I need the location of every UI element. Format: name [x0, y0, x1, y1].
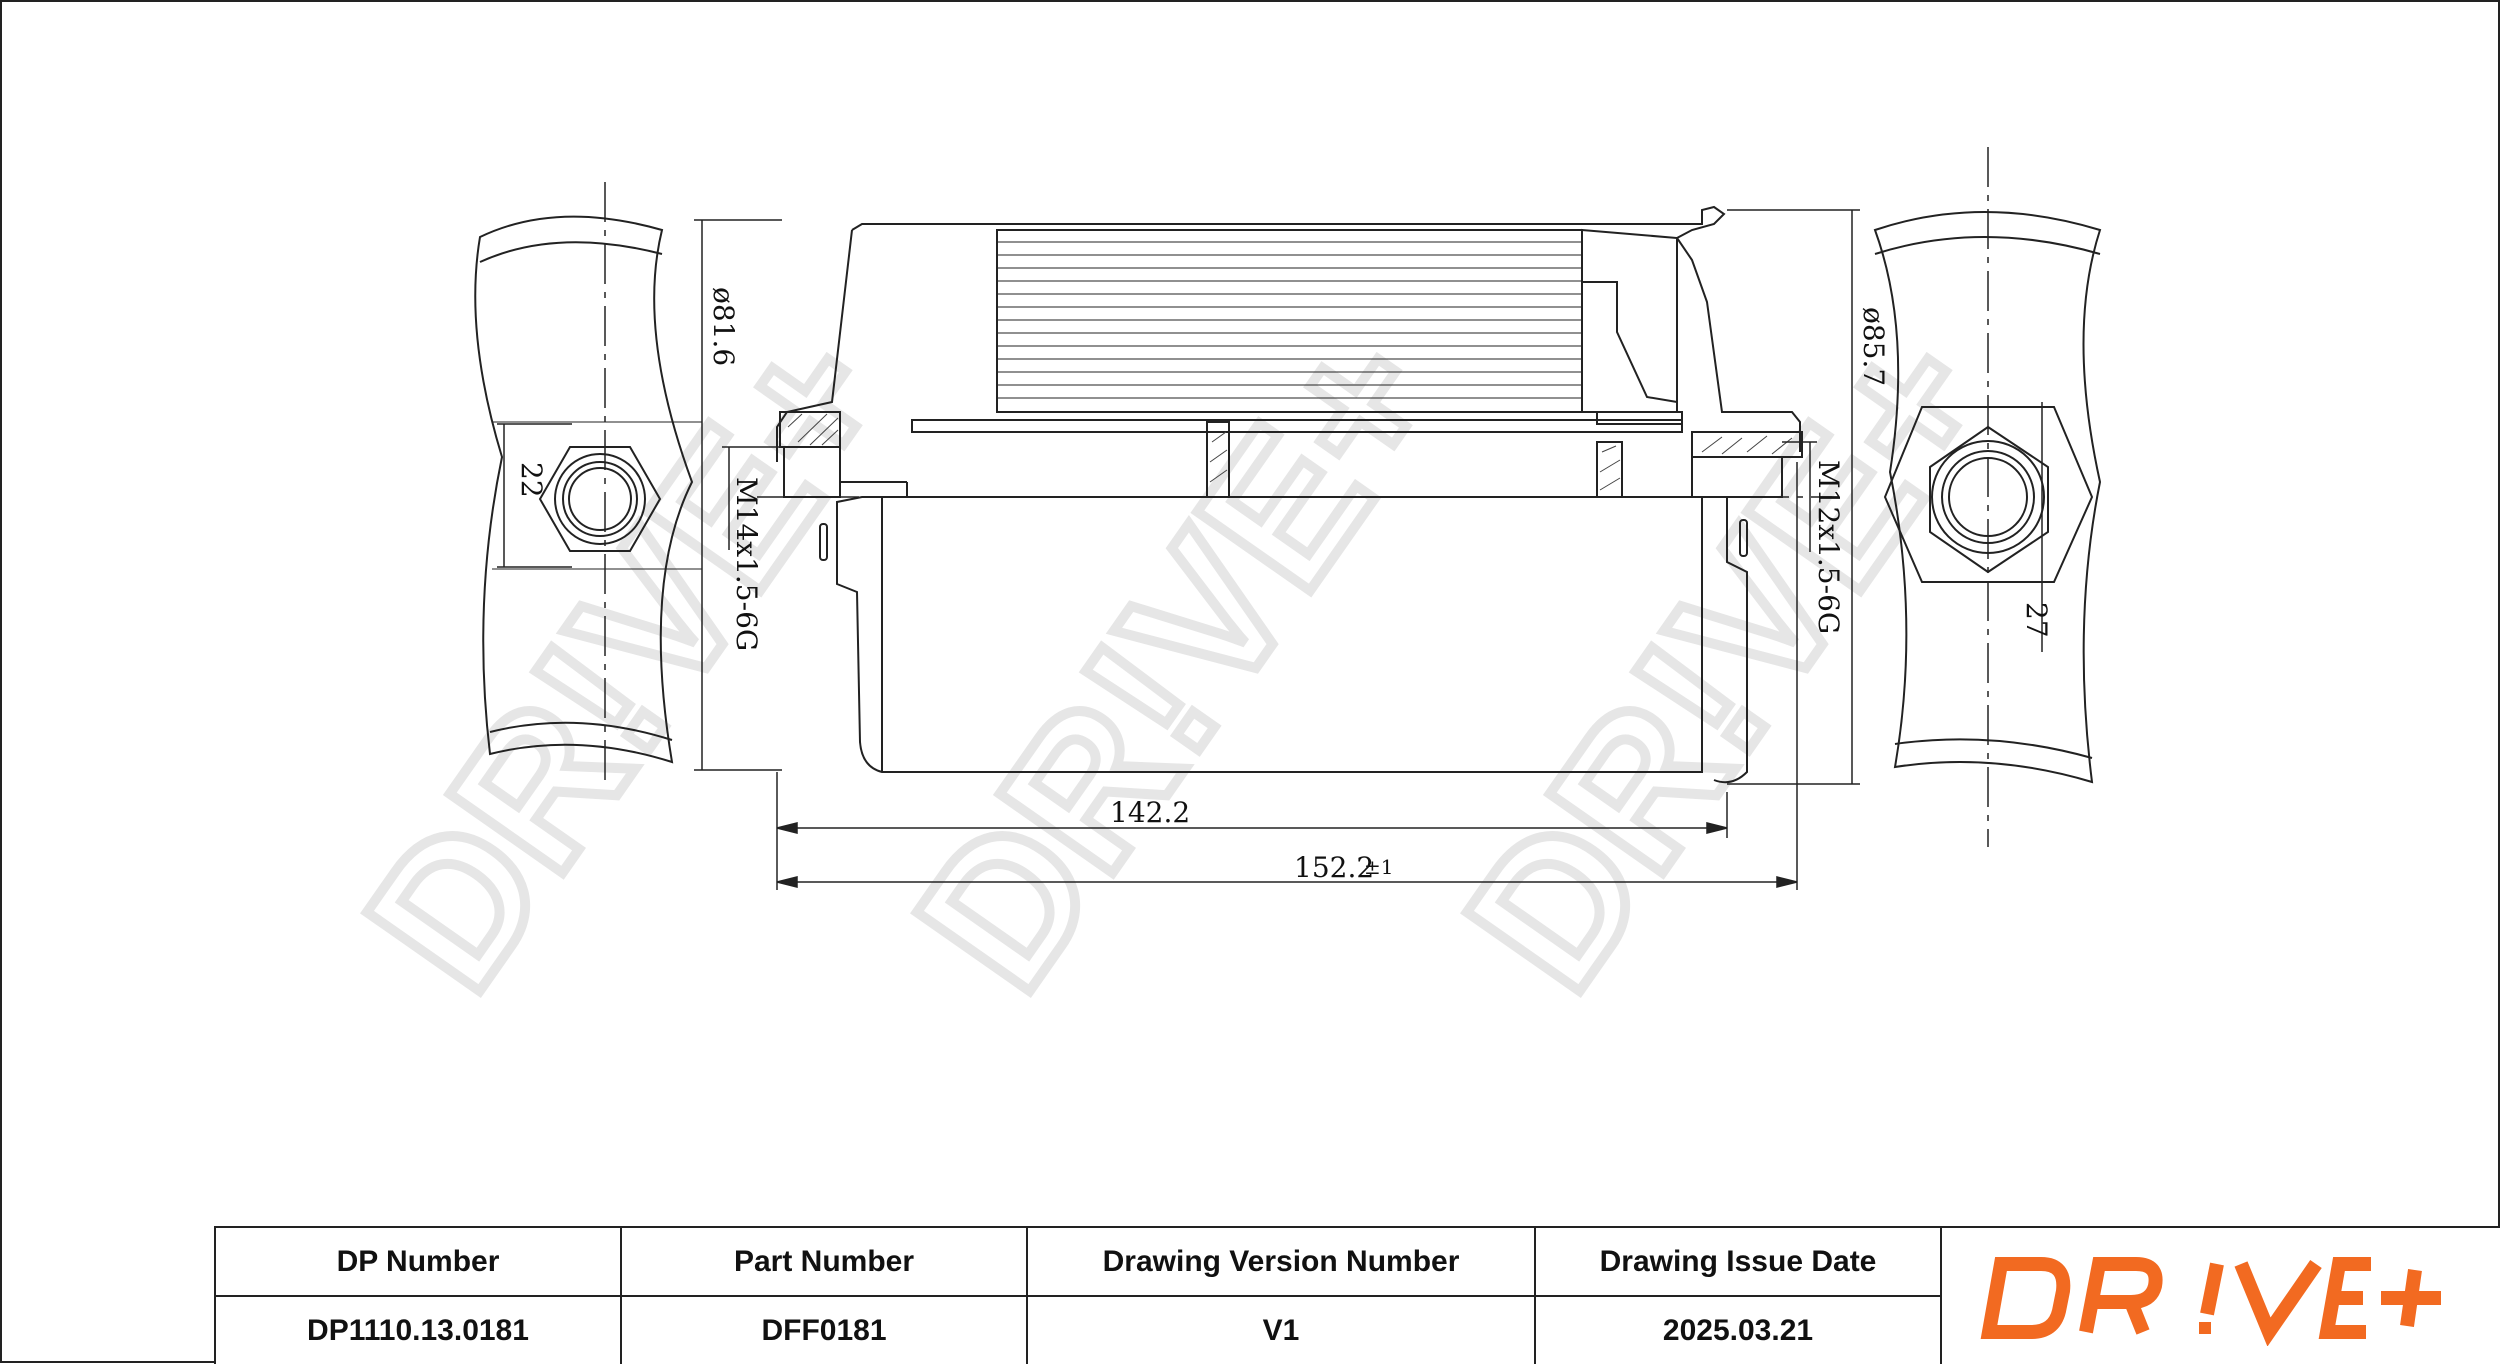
title-block-table: DP Number Part Number Drawing Version Nu… — [216, 1228, 1942, 1364]
length-total-label: 152.2 — [1294, 851, 1374, 884]
right-thread-label: M12x1.5-6G — [1812, 460, 1845, 634]
value-drawing-version: V1 — [1028, 1297, 1536, 1364]
header-part-number: Part Number — [622, 1228, 1028, 1297]
header-dp-number: DP Number — [216, 1228, 622, 1297]
watermark-1: DR!VE+ — [325, 293, 932, 1026]
logo-svg — [1980, 1257, 2441, 1346]
left-hex-label: 22 — [515, 462, 548, 498]
right-diameter-dimension — [1727, 209, 1860, 785]
length-body-label: 142.2 — [1110, 796, 1190, 829]
value-issue-date: 2025.03.21 — [1536, 1297, 1942, 1364]
right-diameter-label: ø85.7 — [1857, 307, 1890, 386]
right-hex-label: 27 — [2020, 602, 2053, 638]
value-dp-number: DP1110.13.0181 — [216, 1297, 622, 1364]
watermark-3: DR!VE+ — [1425, 293, 2032, 1026]
right-thread-dim-lines — [1782, 441, 1817, 552]
length-tolerance-label: ±1 — [1364, 855, 1393, 879]
left-diameter-dimension — [694, 219, 782, 771]
watermark-2: DR!VE+ — [875, 293, 1482, 1026]
value-part-number: DFF0181 — [622, 1297, 1028, 1364]
brand-logo — [1942, 1228, 2500, 1364]
left-end-view — [474, 182, 702, 782]
section-hatching — [787, 413, 1793, 491]
left-diameter-label: ø81.6 — [707, 287, 740, 366]
right-end-view — [1873, 147, 2102, 847]
header-drawing-version: Drawing Version Number — [1028, 1228, 1536, 1297]
header-issue-date: Drawing Issue Date — [1536, 1228, 1942, 1297]
left-hex-dimension — [497, 423, 572, 568]
length-dimension-lines — [776, 462, 1798, 890]
watermark-group: DR!VE+ DR!VE+ DR!VE+ — [320, 288, 2037, 1031]
left-thread-label: M14x1.5-6G — [730, 477, 763, 651]
left-thread-dim-lines — [722, 446, 792, 550]
right-hex-dimension — [2030, 402, 2050, 652]
title-block: DP Number Part Number Drawing Version Nu… — [214, 1226, 2500, 1364]
